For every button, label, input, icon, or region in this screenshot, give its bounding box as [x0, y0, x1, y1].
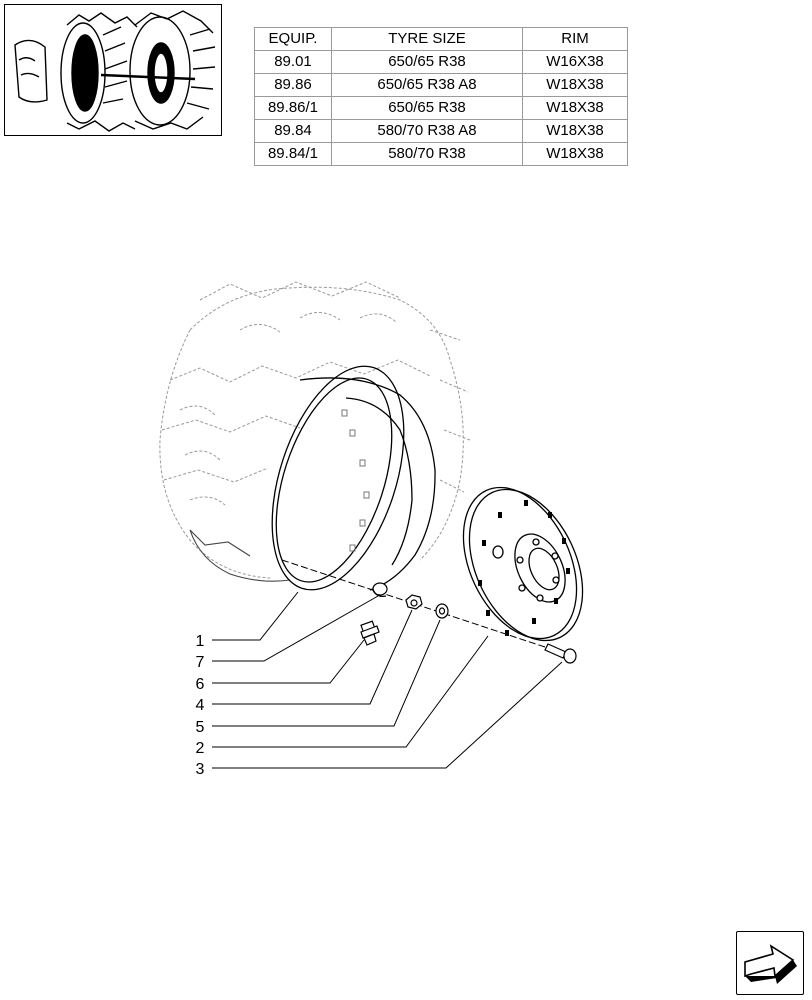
table-row: 89.84 580/70 R38 A8 W18X38	[254, 119, 628, 143]
cell-equip: 89.84/1	[254, 142, 332, 166]
cell-tyre-size: 580/70 R38	[331, 142, 523, 166]
cell-rim: W18X38	[522, 142, 628, 166]
bolt-3	[544, 643, 577, 664]
washer-5	[435, 603, 449, 619]
cell-equip: 89.86/1	[254, 96, 332, 120]
table-header-row: EQUIP. TYRE SIZE RIM	[254, 27, 628, 51]
column-header-equip: EQUIP.	[254, 27, 332, 51]
column-header-tyre-size: TYRE SIZE	[331, 27, 523, 51]
tractor-tyre-thumbnail-icon	[14, 10, 216, 132]
tyre-phantom-outline	[159, 281, 471, 579]
callout-label: 6	[196, 676, 205, 693]
valve-6	[360, 620, 380, 646]
callout-label: 5	[196, 719, 205, 736]
column-header-rim: RIM	[522, 27, 628, 51]
table-row: 89.86/1 650/65 R38 W18X38	[254, 96, 628, 120]
cell-rim: W18X38	[522, 73, 628, 97]
leader-lines	[212, 591, 563, 769]
cell-equip: 89.01	[254, 50, 332, 74]
table-row: 89.84/1 580/70 R38 W18X38	[254, 142, 628, 166]
wheel-disc	[462, 486, 584, 642]
nut-4	[405, 594, 423, 610]
next-page-arrow-icon	[744, 944, 797, 984]
rim	[271, 365, 436, 591]
tyre-lower-solid	[189, 529, 291, 582]
callout-labels: 1 7 6 4 5 2 3	[196, 633, 205, 778]
next-page-button[interactable]	[736, 931, 804, 995]
cell-rim: W16X38	[522, 50, 628, 74]
callout-label: 1	[196, 633, 205, 650]
callout-label: 4	[196, 697, 205, 714]
tyre-thumbnail	[4, 4, 222, 136]
callout-label: 3	[196, 761, 205, 778]
cell-rim: W18X38	[522, 96, 628, 120]
spacer-7	[372, 582, 388, 597]
tyre-spec-table: EQUIP. TYRE SIZE RIM 89.01 650/65 R38 W1…	[254, 27, 628, 166]
assembly-axis-line	[281, 559, 561, 653]
callout-label: 2	[196, 740, 205, 757]
table-row: 89.01 650/65 R38 W16X38	[254, 50, 628, 74]
callout-label: 7	[196, 654, 205, 671]
